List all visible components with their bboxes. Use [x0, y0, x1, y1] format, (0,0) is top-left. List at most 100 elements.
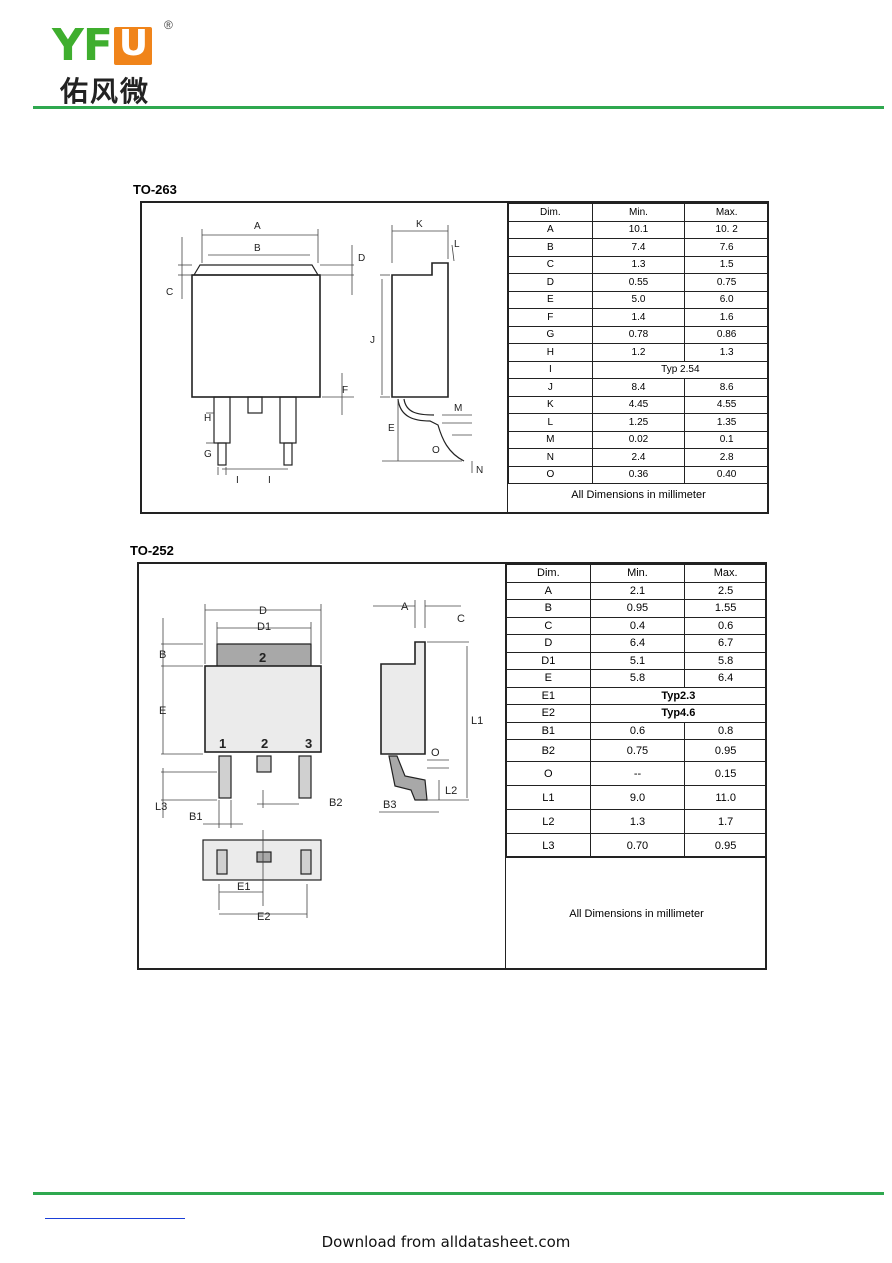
- header-rule: [33, 106, 884, 109]
- min-cell: --: [589, 761, 686, 786]
- max-cell: 6.4: [684, 669, 767, 688]
- max-cell: 11.0: [684, 785, 767, 810]
- min-cell: 5.8: [589, 669, 686, 688]
- to252-label-tab: 2: [259, 650, 266, 665]
- min-cell: 0.95: [589, 599, 686, 618]
- to252-label-b2: B2: [329, 797, 342, 809]
- min-cell: 0.78: [591, 325, 686, 344]
- to252-panel: D D1 2 1 2 3 B E L3 B1 B2 A C L1 O L2 B3…: [137, 562, 768, 970]
- min-cell: 10.1: [591, 220, 686, 239]
- to263-label-j: J: [370, 335, 375, 346]
- dim-cell: G: [508, 325, 593, 344]
- dim-cell: F: [508, 308, 593, 327]
- to263-title: TO-263: [133, 182, 177, 197]
- dim-cell: L3: [506, 833, 591, 858]
- min-cell: 5.0: [591, 290, 686, 309]
- table-row: O--0.15: [506, 761, 767, 786]
- min-cell: 0.36: [591, 465, 686, 484]
- dim-cell: E: [506, 669, 591, 688]
- footer-link-underline[interactable]: [45, 1218, 185, 1219]
- dim-cell: D1: [506, 651, 591, 670]
- to263-label-g: G: [204, 449, 212, 460]
- to263-panel: A B C D F H G I I K L J E M O N Dim. Min…: [140, 201, 770, 514]
- to263-label-o: O: [432, 445, 440, 456]
- logo-letter-f: F: [82, 20, 113, 71]
- to252-label-e1: E1: [237, 881, 250, 893]
- dim-cell: O: [508, 465, 593, 484]
- to252-units-note: All Dimensions in millimeter: [569, 908, 704, 920]
- to252-label-b: B: [159, 649, 166, 661]
- max-cell: 0.15: [684, 761, 767, 786]
- to263-label-d: D: [358, 253, 365, 264]
- to263-label-n: N: [476, 465, 483, 476]
- max-cell: 5.8: [684, 651, 767, 670]
- to263-label-f: F: [342, 385, 348, 396]
- to263-label-b: B: [254, 243, 261, 254]
- to252-label-c: C: [457, 613, 465, 625]
- max-cell: 0.95: [684, 833, 767, 858]
- min-cell: 1.3: [589, 809, 686, 834]
- to263-label-k: K: [416, 219, 423, 230]
- max-cell: 4.55: [684, 395, 769, 414]
- min-cell: 2.1: [589, 581, 686, 600]
- to263-divider: [507, 203, 508, 512]
- to252-outline-drawing: D D1 2 1 2 3 B E L3 B1 B2 A C L1 O L2 B3…: [155, 600, 483, 923]
- dim-cell: L1: [506, 785, 591, 810]
- table-header-row: Dim. Min. Max.: [506, 564, 767, 583]
- min-cell: 5.1: [589, 651, 686, 670]
- to252-label-e: E: [159, 705, 166, 717]
- max-cell: 1.6: [684, 308, 769, 327]
- min-cell: 2.4: [591, 448, 686, 467]
- to252-label-d1: D1: [257, 621, 271, 633]
- registered-mark: ®: [164, 18, 173, 32]
- min-cell: 0.02: [591, 430, 686, 449]
- dim-cell: D: [508, 273, 593, 292]
- header-dim: Dim.: [506, 564, 591, 583]
- max-cell: 2.5: [684, 581, 767, 600]
- dim-cell: A: [508, 220, 593, 239]
- dim-cell: B: [506, 599, 591, 618]
- dim-cell: L2: [506, 809, 591, 834]
- max-cell: 1.7: [684, 809, 767, 834]
- min-cell: 0.75: [589, 739, 686, 762]
- to252-divider: [505, 564, 506, 968]
- min-cell: 0.70: [589, 833, 686, 858]
- dim-cell: C: [506, 616, 591, 635]
- dim-cell: A: [506, 581, 591, 600]
- max-cell: 0.6: [684, 616, 767, 635]
- max-cell: 1.5: [684, 255, 769, 274]
- min-cell: 1.2: [591, 343, 686, 362]
- max-cell: 0.8: [684, 721, 767, 740]
- logo-letter-y: Y: [52, 20, 84, 71]
- to252-label-o: O: [431, 747, 440, 759]
- header-max: Max.: [684, 203, 769, 222]
- to263-label-i-1: I: [236, 475, 239, 486]
- max-cell: 6.7: [684, 634, 767, 653]
- min-cell: 0.4: [589, 616, 686, 635]
- dim-cell: H: [508, 343, 593, 362]
- to252-label-pin2: 2: [261, 736, 268, 751]
- to263-label-i-2: I: [268, 475, 271, 486]
- max-cell: 2.8: [684, 448, 769, 467]
- min-cell: 0.6: [589, 721, 686, 740]
- dim-cell: E2: [506, 704, 591, 723]
- footer-download-text: Download from alldatasheet.com: [321, 1233, 571, 1251]
- to263-outline-drawing: A B C D F H G I I K L J E M O N: [166, 219, 483, 486]
- typ-cell: Typ 2.54: [591, 360, 770, 379]
- dim-cell: B1: [506, 721, 591, 740]
